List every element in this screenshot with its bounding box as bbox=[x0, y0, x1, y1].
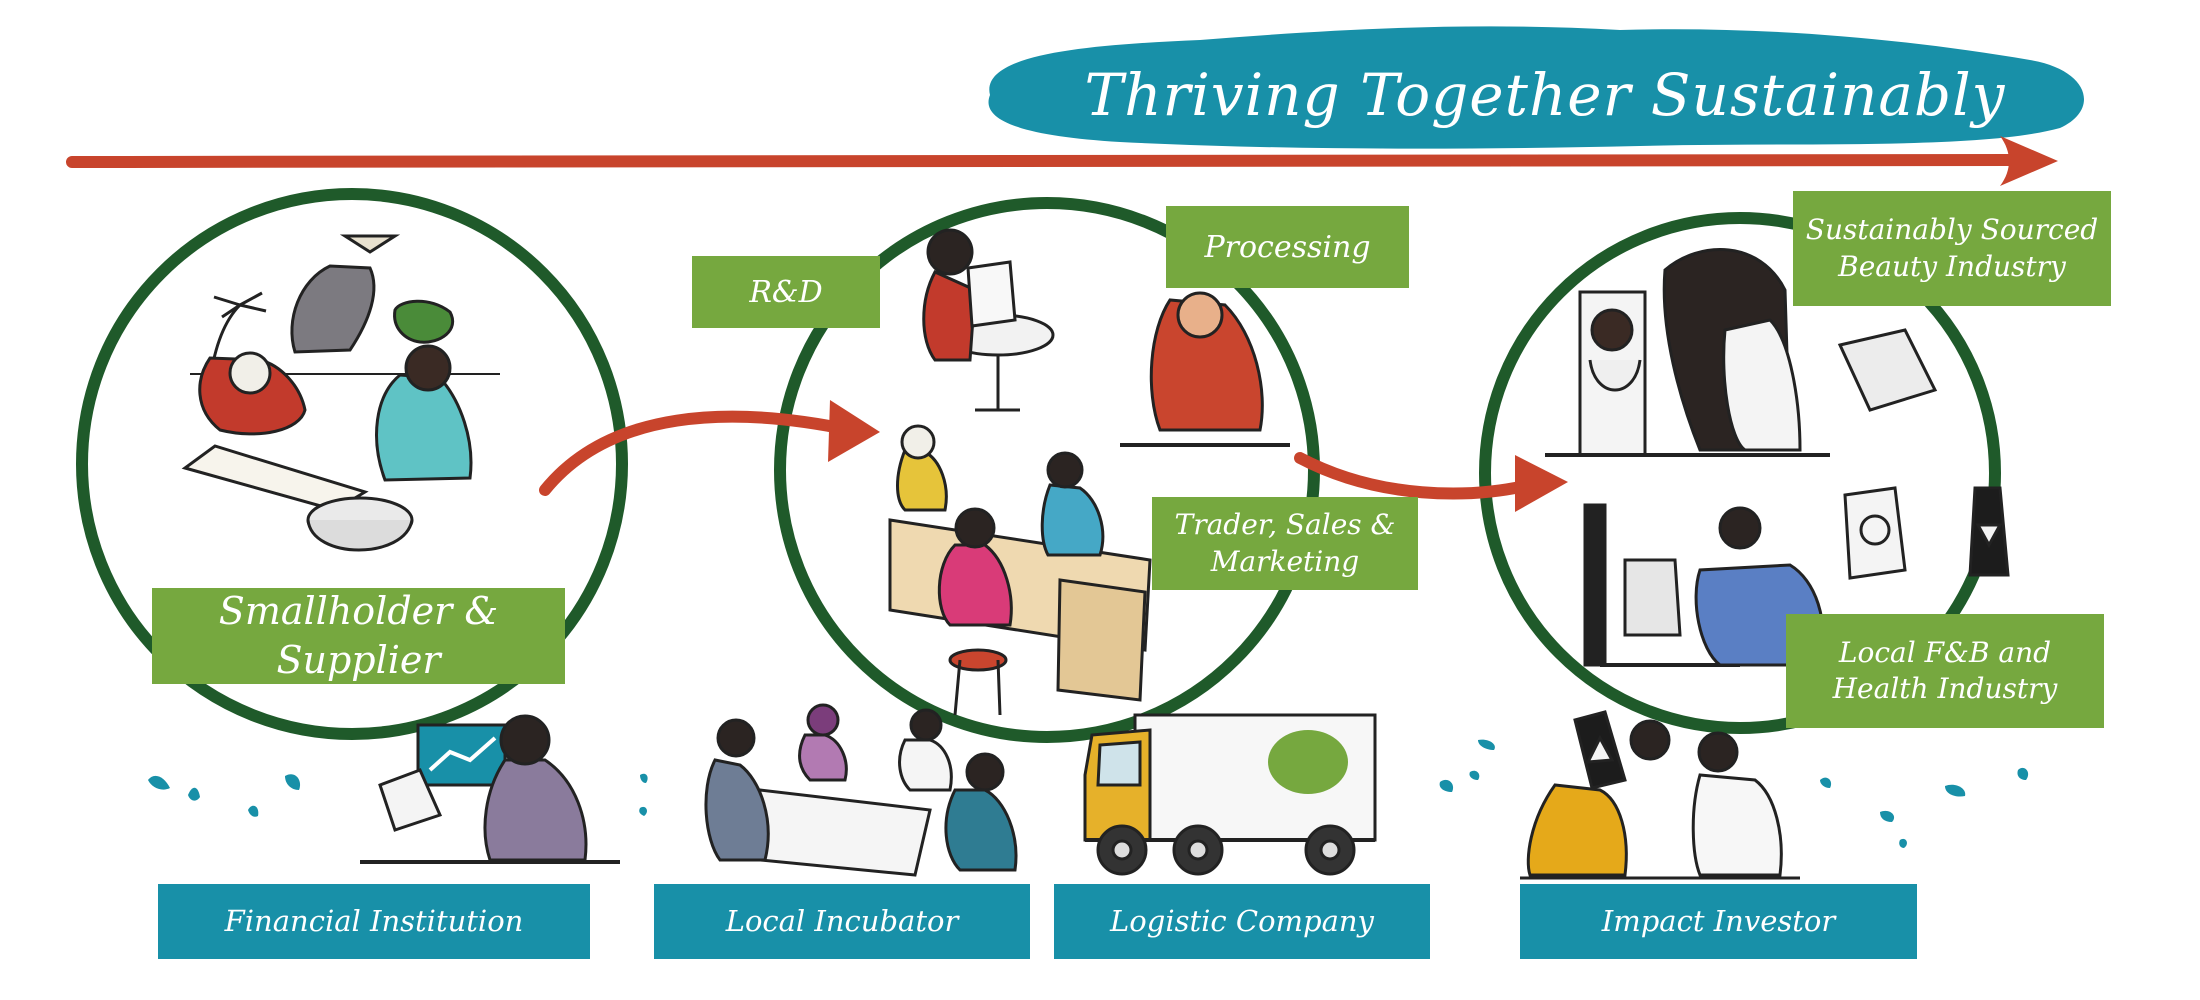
stage-label-text-line2: Beauty Industry bbox=[1838, 249, 2066, 283]
stage-label-trader-sales-marketing: Trader, Sales & Marketing bbox=[1152, 497, 1418, 590]
partner-label-financial-institution: Financial Institution bbox=[158, 884, 590, 959]
financial-analyst-illustration bbox=[360, 714, 620, 864]
banner-title: Thriving Together Sustainably bbox=[1084, 61, 2006, 129]
stage-label-beauty-industry: Sustainably Sourced Beauty Industry bbox=[1793, 191, 2111, 306]
processing-team-illustration bbox=[888, 228, 1290, 716]
supplier-to-processing-arrowhead bbox=[828, 400, 880, 462]
partner-label-text: Impact Investor bbox=[1601, 903, 1836, 938]
stage-label-text-line1: Trader, Sales & bbox=[1174, 508, 1396, 542]
partner-label-text: Logistic Company bbox=[1110, 903, 1374, 938]
partner-label-local-incubator: Local Incubator bbox=[654, 884, 1030, 959]
partner-label-logistic-company: Logistic Company bbox=[1054, 884, 1430, 959]
stage-label-text-line1: Local F&B and bbox=[1838, 635, 2052, 669]
processing-to-market-arrowhead bbox=[1515, 455, 1568, 512]
banner-brush-shape bbox=[988, 26, 2085, 149]
stage-label-fnb-health-industry: Local F&B and Health Industry bbox=[1786, 614, 2104, 728]
stage-label-text-line1: Sustainably Sourced bbox=[1805, 213, 2099, 247]
partner-label-impact-investor: Impact Investor bbox=[1520, 884, 1917, 959]
stage-label-processing: Processing bbox=[1166, 206, 1409, 288]
stage-label-text: Processing bbox=[1204, 229, 1371, 265]
processing-to-market-arrow bbox=[1294, 452, 1531, 500]
timeline-arrow bbox=[66, 153, 2016, 168]
stage-label-text: R&D bbox=[749, 274, 823, 310]
partner-label-text: Local Incubator bbox=[725, 903, 959, 938]
stage-label-text-line2: Health Industry bbox=[1832, 672, 2058, 705]
incubator-meeting-illustration bbox=[690, 703, 1030, 890]
stage-label-text: Smallholder & Supplier bbox=[218, 588, 499, 682]
timeline-arrowhead bbox=[2000, 136, 2058, 186]
logistic-truck-illustration bbox=[1083, 713, 1377, 876]
partner-label-text: Financial Institution bbox=[224, 903, 524, 938]
stage-label-text-line2: Marketing bbox=[1210, 544, 1360, 578]
decorative-brush-marks bbox=[148, 739, 2029, 848]
market-circle bbox=[1479, 212, 2001, 734]
impact-investor-illustration bbox=[1520, 710, 1800, 880]
supplier-circle bbox=[76, 188, 628, 740]
smallholder-farmers-illustration bbox=[181, 234, 500, 552]
stage-label-smallholder-supplier: Smallholder & Supplier bbox=[152, 588, 565, 684]
supplier-to-processing-arrow bbox=[539, 410, 856, 496]
stage-label-rd: R&D bbox=[692, 256, 880, 328]
